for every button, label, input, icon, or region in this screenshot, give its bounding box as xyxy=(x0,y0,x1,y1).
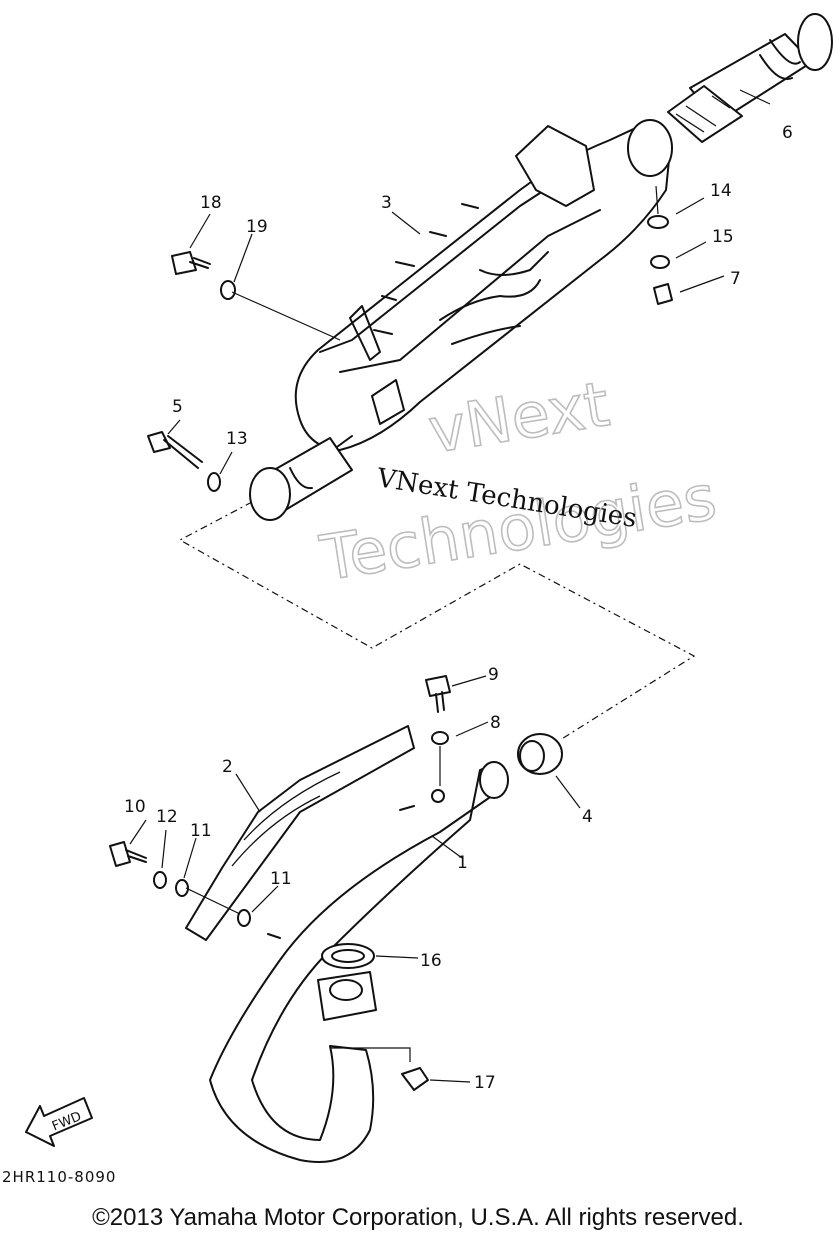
callout-18: 18 xyxy=(200,193,222,213)
callout-17: 17 xyxy=(474,1073,496,1093)
fwd-arrow: FWD xyxy=(25,1097,93,1147)
part-3-muffler xyxy=(249,119,673,521)
part-6-tail-pipe xyxy=(667,13,833,143)
callout-12: 12 xyxy=(156,807,178,827)
part-17-nut xyxy=(401,1067,429,1091)
part-4-joint xyxy=(517,733,563,775)
callout-9: 9 xyxy=(488,665,499,685)
callout-16: 16 xyxy=(420,951,442,971)
callout-19: 19 xyxy=(246,217,268,237)
exhaust-flange xyxy=(317,971,411,1062)
callout-labels: 1 2 3 4 5 6 7 8 9 10 11 11 12 13 14 15 1… xyxy=(124,123,793,1093)
part-2-protector xyxy=(185,725,415,941)
callout-2: 2 xyxy=(222,757,233,777)
part-1-exhaust-pipe xyxy=(209,761,509,1163)
callout-6: 6 xyxy=(782,123,793,143)
callout-8: 8 xyxy=(490,713,501,733)
copyright-notice: ©2013 Yamaha Motor Corporation, U.S.A. A… xyxy=(92,1204,744,1231)
callout-14: 14 xyxy=(710,181,732,201)
callout-11-upper: 11 xyxy=(190,821,212,841)
callout-4: 4 xyxy=(582,807,593,827)
callout-1: 1 xyxy=(457,853,468,873)
watermark-line1: vNext xyxy=(424,367,614,467)
callout-leaders xyxy=(129,89,771,1083)
callout-15: 15 xyxy=(712,227,734,247)
callout-3: 3 xyxy=(381,193,392,213)
callout-13: 13 xyxy=(226,429,248,449)
alignment-frame xyxy=(178,501,696,741)
callout-5: 5 xyxy=(172,397,183,417)
hardware-top xyxy=(147,185,673,492)
part-16-gasket xyxy=(321,943,375,969)
callout-7: 7 xyxy=(730,269,741,289)
callout-10: 10 xyxy=(124,797,146,817)
diagram-code: 2HR110-8090 xyxy=(2,1168,117,1186)
hardware-bottom xyxy=(109,675,451,927)
callout-11-lower: 11 xyxy=(270,869,292,889)
